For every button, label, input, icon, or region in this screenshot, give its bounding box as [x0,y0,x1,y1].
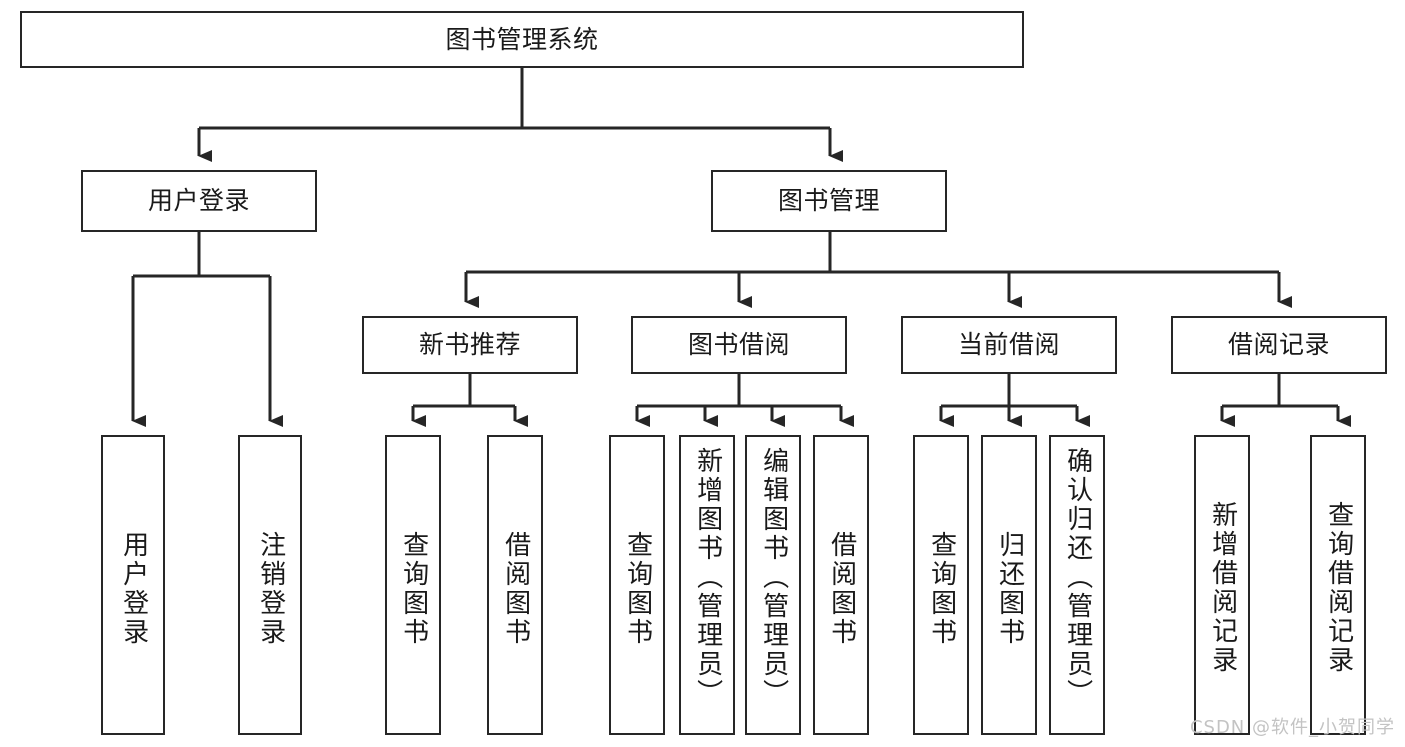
node-leaf-add-record[interactable]: 新增借阅记录 [1194,435,1250,735]
node-leaf-logout[interactable]: 注销登录 [238,435,302,735]
node-label: 图书管理系统 [445,24,599,54]
node-leaf-edit-book[interactable]: 编辑图书（管理员） [745,435,801,735]
node-label: 借阅图书 [826,531,857,647]
node-user-login[interactable]: 用户登录 [81,170,317,232]
node-label: 新书推荐 [418,330,521,360]
node-leaf-query-book-3[interactable]: 查询图书 [913,435,969,735]
node-leaf-user-login[interactable]: 用户登录 [101,435,165,735]
node-borrow-records[interactable]: 借阅记录 [1171,316,1387,374]
node-leaf-query-book-1[interactable]: 查询图书 [385,435,441,735]
node-leaf-return-book[interactable]: 归还图书 [981,435,1037,735]
node-leaf-borrow-book-2[interactable]: 借阅图书 [813,435,869,735]
node-leaf-confirm-return[interactable]: 确认归还（管理员） [1049,435,1105,735]
node-label: 图书管理 [777,186,880,216]
node-label: 编辑图书（管理员） [758,447,789,708]
node-label: 用户登录 [147,186,250,216]
node-label: 注销登录 [255,531,286,647]
node-book-management[interactable]: 图书管理 [711,170,947,232]
node-label: 确认归还（管理员） [1062,447,1093,708]
node-label: 用户登录 [118,531,149,647]
node-leaf-query-record[interactable]: 查询借阅记录 [1310,435,1366,735]
node-label: 新增借阅记录 [1207,501,1238,675]
watermark-text: CSDN @软件_小贺同学 [1189,717,1395,738]
node-label: 借阅图书 [500,531,531,647]
node-label: 查询借阅记录 [1323,501,1354,675]
node-leaf-borrow-book-1[interactable]: 借阅图书 [487,435,543,735]
node-leaf-add-book[interactable]: 新增图书（管理员） [679,435,735,735]
node-label: 图书借阅 [687,330,790,360]
node-label: 查询图书 [398,531,429,647]
node-label: 借阅记录 [1227,330,1330,360]
node-current-borrow[interactable]: 当前借阅 [901,316,1117,374]
node-label: 查询图书 [622,531,653,647]
node-label: 归还图书 [994,531,1025,647]
node-label: 查询图书 [926,531,957,647]
node-label: 当前借阅 [957,330,1060,360]
node-leaf-query-book-2[interactable]: 查询图书 [609,435,665,735]
node-new-book-recommend[interactable]: 新书推荐 [362,316,578,374]
node-root-system[interactable]: 图书管理系统 [20,11,1024,68]
node-book-borrow[interactable]: 图书借阅 [631,316,847,374]
node-label: 新增图书（管理员） [692,447,723,708]
